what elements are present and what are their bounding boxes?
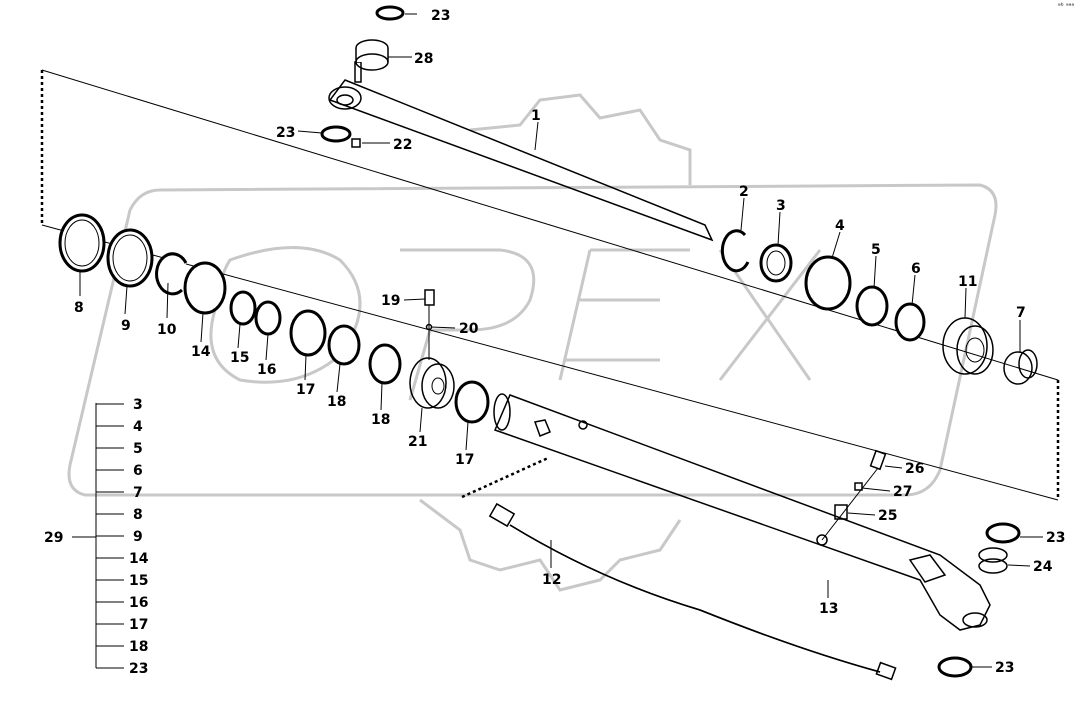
seal-4 xyxy=(804,255,852,311)
callout-17-right: 17 xyxy=(455,452,474,468)
callout-26: 26 xyxy=(905,461,924,477)
callout-21: 21 xyxy=(408,434,427,450)
callout-12: 12 xyxy=(542,572,561,588)
kit-item: 16 xyxy=(129,595,148,611)
callout-23-upper-right: 23 xyxy=(1046,530,1065,546)
callout-8: 8 xyxy=(74,300,84,316)
callout-11: 11 xyxy=(958,274,977,290)
snap-ring-10 xyxy=(155,252,188,296)
oring-23-top xyxy=(375,5,405,21)
kit-item: 9 xyxy=(133,529,143,545)
ring-14 xyxy=(183,261,227,315)
grease-fitting-22 xyxy=(351,138,361,148)
callout-18-right: 18 xyxy=(371,412,390,428)
callout-4: 4 xyxy=(835,218,845,234)
ring-16 xyxy=(254,300,282,336)
callout-2: 2 xyxy=(739,184,749,200)
callout-20: 20 xyxy=(459,321,479,337)
callout-19: 19 xyxy=(381,293,400,309)
cylinder-barrel xyxy=(493,393,991,631)
ring-17-right xyxy=(454,380,490,424)
piston-rod xyxy=(328,61,714,242)
kit-item: 17 xyxy=(129,617,148,633)
oring-23-upper-right xyxy=(985,522,1021,544)
ring-17-left xyxy=(289,309,327,357)
kit-item: 8 xyxy=(133,507,143,523)
callout-14: 14 xyxy=(191,344,211,360)
snap-ring-2 xyxy=(720,229,750,273)
oring-23-lower-right xyxy=(937,656,973,678)
kit-item: 6 xyxy=(133,463,143,479)
piston-21 xyxy=(409,357,455,409)
callout-27: 27 xyxy=(893,484,912,500)
callout-24: 24 xyxy=(1033,559,1053,575)
callout-28: 28 xyxy=(414,51,433,67)
seal-6 xyxy=(894,302,926,342)
corner-mark: ᵃᵇ ᵃᵃᵃ xyxy=(1058,2,1074,10)
callout-23-lower-right: 23 xyxy=(995,660,1014,676)
callout-25: 25 xyxy=(878,508,897,524)
callout-labels: ᵃᵇ ᵃᵃᵃ 23 28 23 22 1 2 3 4 5 6 11 7 8 9 … xyxy=(74,2,1074,676)
ring-15 xyxy=(229,290,257,326)
kit-item: 14 xyxy=(129,551,149,567)
callout-23-top: 23 xyxy=(431,8,450,24)
kit-item: 18 xyxy=(129,639,148,655)
callout-9: 9 xyxy=(121,318,131,334)
kit-label: 29 xyxy=(44,530,63,546)
callout-6: 6 xyxy=(911,261,921,277)
callout-3: 3 xyxy=(776,198,786,214)
kit-item: 23 xyxy=(129,661,148,677)
callout-18-left: 18 xyxy=(327,394,346,410)
callout-10: 10 xyxy=(157,322,177,338)
kit-item: 7 xyxy=(133,485,143,501)
oring-23-rod xyxy=(320,125,352,143)
fitting-27 xyxy=(854,482,863,491)
kit-item: 3 xyxy=(133,397,143,413)
ring-8 xyxy=(58,213,106,273)
callout-7: 7 xyxy=(1016,305,1026,321)
ring-9 xyxy=(106,228,154,288)
ring-18-right xyxy=(368,343,402,385)
ring-18-left xyxy=(327,324,361,366)
screw-19 xyxy=(424,289,435,306)
guide-ring-3 xyxy=(759,243,793,283)
kit-bracket xyxy=(72,403,124,669)
watermark-logo xyxy=(67,93,998,592)
bushing-24 xyxy=(978,547,1008,574)
bushing-7 xyxy=(1003,349,1038,385)
fitting-25 xyxy=(834,504,848,520)
hydraulic-tube xyxy=(488,502,897,681)
fitting-26 xyxy=(869,449,887,471)
callout-5: 5 xyxy=(871,242,881,258)
kit-list: 29 3 4 5 6 7 8 9 14 15 16 17 18 23 xyxy=(44,397,149,677)
bushing-28 xyxy=(355,39,389,71)
callout-13: 13 xyxy=(819,601,838,617)
kit-item: 5 xyxy=(133,441,143,457)
leader-lines xyxy=(79,13,1043,668)
callout-23-rod: 23 xyxy=(276,125,295,141)
kit-item: 15 xyxy=(129,573,148,589)
callout-15: 15 xyxy=(230,350,249,366)
callout-17-left: 17 xyxy=(296,382,315,398)
callout-22: 22 xyxy=(393,137,412,153)
seal-5 xyxy=(855,285,889,327)
kit-item: 4 xyxy=(133,419,143,435)
callout-1: 1 xyxy=(531,108,541,124)
callout-16: 16 xyxy=(257,362,276,378)
